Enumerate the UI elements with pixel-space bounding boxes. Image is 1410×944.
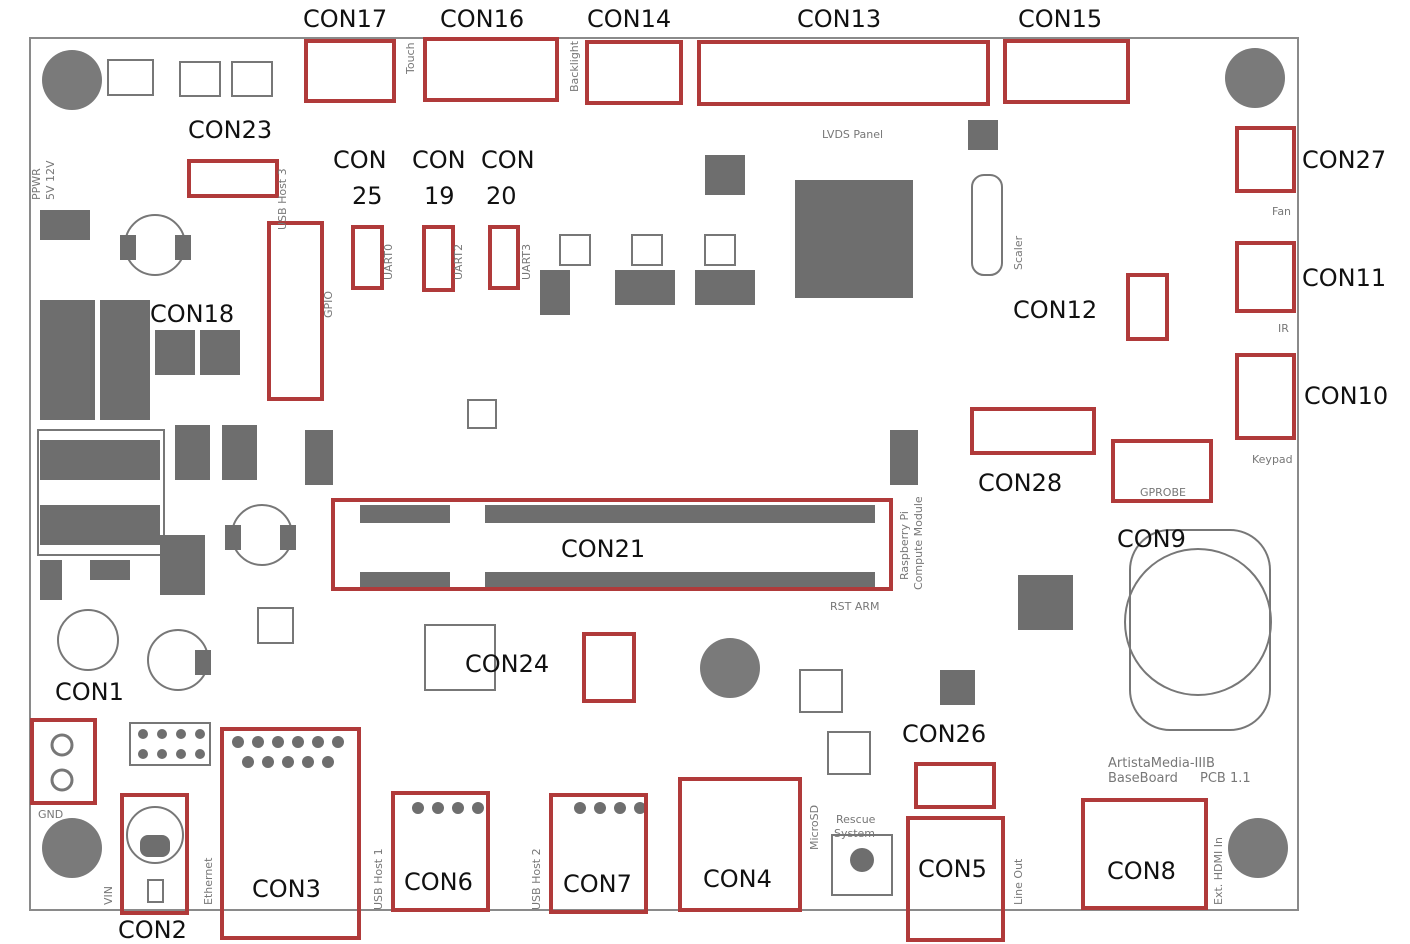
silk-gpio: GPIO [322, 291, 335, 318]
con21-highlight [331, 498, 893, 591]
connector-highlights [30, 37, 1296, 942]
con23-highlight [187, 159, 279, 198]
label-con20-a: CON [481, 146, 535, 174]
silk-gnd: GND [38, 808, 63, 821]
con3-highlight [220, 727, 361, 940]
silk-touch: Touch [404, 42, 417, 75]
label-con25-a: CON [333, 146, 387, 174]
con8-highlight [1081, 798, 1208, 910]
con16-highlight [423, 37, 559, 102]
con1-highlight [30, 718, 97, 805]
con18-highlight [267, 221, 324, 401]
silk-board-name: ArtistaMedia-IIIB [1108, 756, 1215, 771]
mounting-hole [42, 50, 102, 110]
silk-line-out: Line Out [1012, 858, 1025, 905]
mounting-hole [1228, 818, 1288, 878]
silk-ir: IR [1278, 322, 1289, 335]
con12-highlight [1126, 273, 1169, 341]
silk-usb-host2: USB Host 2 [530, 848, 543, 910]
con10-highlight [1235, 353, 1296, 440]
con6-highlight [391, 791, 490, 912]
label-con15: CON15 [1018, 5, 1103, 33]
label-con6: CON6 [404, 868, 473, 896]
silk-fan: Fan [1272, 205, 1291, 218]
label-con13: CON13 [797, 5, 882, 33]
mounting-holes [42, 48, 1288, 878]
silk-scaler: Scaler [1012, 235, 1025, 270]
label-con18: CON18 [150, 300, 235, 328]
silk-compute-module: Compute Module [912, 496, 925, 590]
label-con17: CON17 [303, 5, 388, 33]
label-con24: CON24 [465, 650, 550, 678]
label-con12: CON12 [1013, 296, 1098, 324]
silk-rescue: Rescue [836, 813, 876, 826]
con11-highlight [1235, 241, 1296, 313]
con4-highlight [678, 777, 802, 912]
silk-gprobe: GPROBE [1140, 486, 1186, 499]
con14-highlight [585, 40, 683, 105]
label-con1: CON1 [55, 678, 124, 706]
con28-highlight [970, 407, 1096, 455]
components [37, 59, 1272, 903]
silk-baseboard: BaseBoard [1108, 771, 1178, 786]
label-con2: CON2 [118, 916, 187, 944]
label-con25-b: 25 [352, 182, 383, 210]
silk-keypad: Keypad [1252, 453, 1293, 466]
con7-highlight [549, 793, 648, 914]
con9-highlight [1111, 439, 1213, 503]
con20-highlight [488, 225, 520, 290]
silk-ppwr: PPWR [30, 168, 43, 200]
label-con4: CON4 [703, 865, 772, 893]
label-con8: CON8 [1107, 857, 1176, 885]
label-con3: CON3 [252, 875, 321, 903]
con25-highlight [351, 225, 384, 290]
con15-highlight [1003, 39, 1130, 104]
silk-ethernet: Ethernet [202, 857, 215, 905]
label-con11: CON11 [1302, 264, 1387, 292]
silk-pcb-rev: PCB 1.1 [1200, 771, 1251, 786]
silk-usb-host1: USB Host 1 [372, 848, 385, 910]
label-con19-a: CON [412, 146, 466, 174]
silk-rpi: Raspberry Pi [898, 511, 911, 580]
silk-ppwr-volt: 5V 12V [44, 160, 57, 200]
label-con21: CON21 [561, 535, 646, 563]
label-con26: CON26 [902, 720, 987, 748]
silk-uart3: UART3 [520, 244, 533, 280]
con13-highlight [697, 40, 990, 106]
silk-microsd: MicroSD [808, 805, 821, 850]
label-con9: CON9 [1117, 525, 1186, 553]
silk-rst-arm: RST ARM [830, 600, 880, 613]
con17-highlight [304, 39, 396, 103]
con27-highlight [1235, 126, 1296, 193]
label-con28: CON28 [978, 469, 1063, 497]
mounting-hole [700, 638, 760, 698]
silk-vin: VIN [102, 886, 115, 905]
silk-uart0: UART0 [382, 244, 395, 280]
label-con20-b: 20 [486, 182, 517, 210]
con26-highlight [914, 762, 996, 809]
label-con7: CON7 [563, 870, 632, 898]
label-con16: CON16 [440, 5, 525, 33]
silk-usb-host3: USB Host 3 [276, 168, 289, 230]
silk-backlight: Backlight [568, 40, 581, 92]
con5-highlight [906, 816, 1005, 942]
silk-uart2: UART2 [452, 244, 465, 280]
con24-highlight [582, 632, 636, 703]
silk-lvds-panel: LVDS Panel [822, 128, 883, 141]
label-con23: CON23 [188, 116, 273, 144]
label-con10: CON10 [1304, 382, 1389, 410]
mounting-hole [1225, 48, 1285, 108]
silk-ext-hdmi-in: Ext. HDMI In [1212, 837, 1225, 905]
con19-highlight [422, 225, 455, 292]
mounting-hole [42, 818, 102, 878]
label-con14: CON14 [587, 5, 672, 33]
silkscreen: Touch Backlight LVDS Panel PPWR 5V 12V U… [30, 40, 1293, 910]
silk-system: System [834, 827, 875, 840]
label-con5: CON5 [918, 855, 987, 883]
label-con27: CON27 [1302, 146, 1387, 174]
con2-highlight [120, 793, 189, 915]
label-con19-b: 19 [424, 182, 455, 210]
